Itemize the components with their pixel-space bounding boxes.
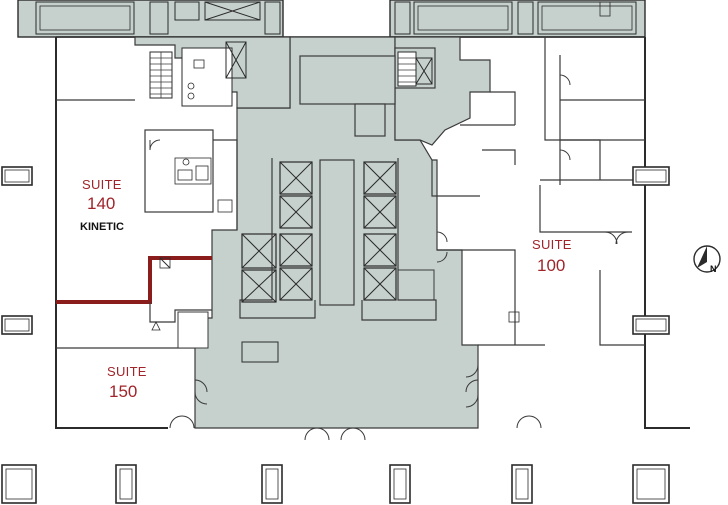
- restroom-top-left: [181, 41, 247, 107]
- column: [632, 315, 670, 335]
- elevator-bank-left: [239, 158, 316, 319]
- column: [115, 464, 137, 504]
- column: [511, 464, 533, 504]
- suite-100-area: [431, 37, 645, 429]
- elevator-car: [363, 161, 397, 195]
- elevator-car: [241, 233, 277, 269]
- column: [632, 464, 670, 504]
- suite-100-label: SUITE 100: [532, 237, 572, 275]
- north-compass-icon: N: [693, 245, 721, 274]
- suite-140-boundary: [56, 256, 212, 304]
- suite-140-area: [56, 99, 238, 230]
- column: [1, 166, 33, 186]
- lobby-bench: [241, 341, 279, 363]
- top-wall-band: [17, 0, 646, 38]
- suite-140-number: 140: [87, 194, 115, 213]
- elevator-car: [363, 195, 397, 229]
- stair-top-left: [149, 51, 173, 99]
- column: [1, 464, 37, 504]
- suite-150-area: [56, 302, 212, 429]
- elevator-car: [279, 161, 313, 195]
- elevator-car: [279, 233, 313, 267]
- suite-100-number: 100: [537, 256, 565, 275]
- elevator-car: [363, 267, 397, 301]
- elevator-car: [279, 267, 313, 301]
- column: [1, 315, 33, 335]
- stair-top-right: [397, 51, 433, 87]
- elevator-car: [363, 233, 397, 267]
- elevator-bank-right: [361, 158, 437, 321]
- elevator-car: [241, 269, 277, 303]
- column: [632, 166, 670, 186]
- column: [261, 464, 283, 504]
- suite-100-word: SUITE: [532, 237, 572, 252]
- columns: [1, 166, 670, 504]
- elevator-car: [279, 195, 313, 229]
- suite-150-label: SUITE 150: [107, 364, 147, 401]
- suite-150-number: 150: [109, 382, 137, 401]
- suite-140-tenant: KINETIC: [80, 221, 124, 233]
- suite-140-label: SUITE 140 KINETIC: [80, 177, 124, 233]
- lobby-entrance-doors: [304, 427, 366, 441]
- compass-label: N: [710, 264, 717, 274]
- suite-140-word: SUITE: [82, 177, 122, 192]
- column: [389, 464, 411, 504]
- suite-150-word: SUITE: [107, 364, 147, 379]
